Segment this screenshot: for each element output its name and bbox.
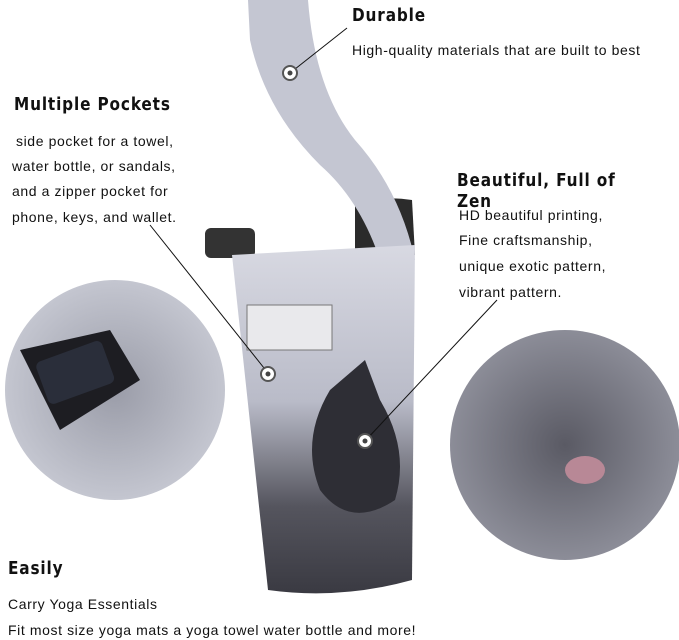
feature-title-pockets: Multiple Pockets [14, 94, 171, 115]
feature-text: Fine craftsmanship, [459, 232, 593, 248]
cat-face-closeup [450, 330, 679, 560]
bag-strap [248, 0, 415, 260]
feature-text: and a zipper pocket for [12, 183, 169, 199]
towel [246, 304, 333, 351]
feature-text: Fit most size yoga mats a yoga towel wat… [8, 622, 417, 638]
water-bottle [205, 228, 255, 258]
feature-title-durable: Durable [352, 5, 426, 26]
feature-text: unique exotic pattern, [459, 258, 607, 274]
feature-text: side pocket for a towel, [16, 133, 174, 149]
feature-text: water bottle, or sandals, [12, 158, 176, 174]
feature-text: Carry Yoga Essentials [8, 596, 158, 612]
feature-text: High-quality materials that are built to… [352, 42, 641, 58]
feature-text: vibrant pattern. [459, 284, 562, 300]
feature-title-zen: Beautiful, Full of Zen [457, 170, 616, 212]
cat-print [312, 360, 400, 513]
feature-title-easily: Easily [8, 558, 64, 579]
feature-text: HD beautiful printing, [459, 207, 603, 223]
feature-text: phone, keys, and wallet. [12, 209, 177, 225]
